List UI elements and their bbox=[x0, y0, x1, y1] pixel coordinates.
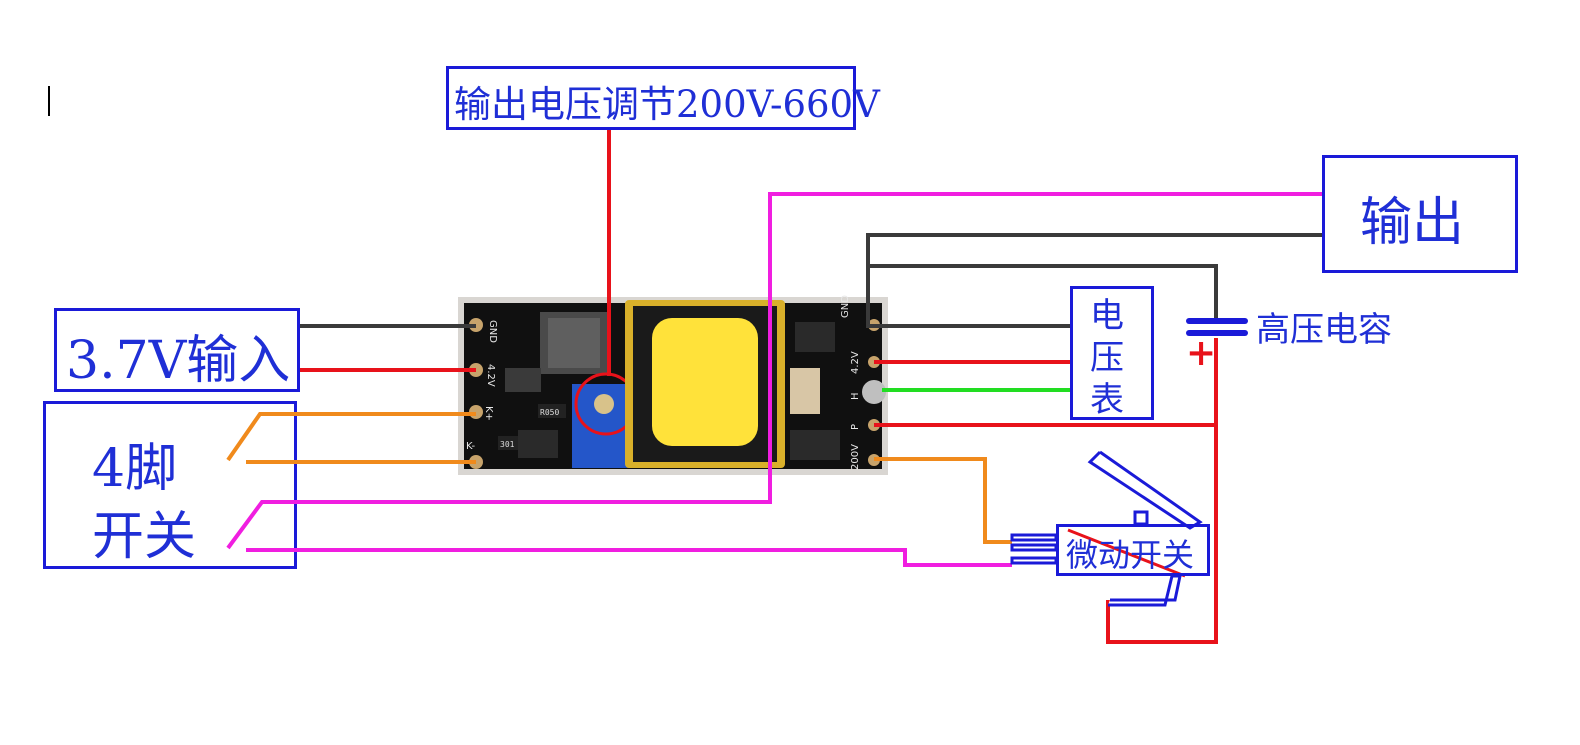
silk-gnd-left: GND bbox=[487, 320, 498, 343]
micro-switch-label: 微动开关 bbox=[1066, 536, 1195, 574]
adjust-label: 输出电压调节200V-660V bbox=[454, 83, 880, 126]
resistor-label-1: R050 bbox=[540, 408, 559, 417]
voltmeter-label-3: 表 bbox=[1090, 380, 1124, 420]
input-label: 3.7V输入 bbox=[66, 331, 291, 391]
text-cursor bbox=[48, 86, 50, 116]
capacitor-symbol bbox=[1186, 318, 1248, 336]
wire-switch-to-micro bbox=[246, 548, 1012, 567]
switch4-label-line2: 开关 bbox=[92, 507, 197, 567]
pcb-board: R050 301 GND 4.2V K+ K- bbox=[458, 295, 888, 475]
wire-gnd-to-capacitor bbox=[868, 264, 1218, 318]
switch4-label-line1: 4脚 bbox=[92, 439, 178, 499]
silk-k-plus: K+ bbox=[483, 406, 494, 421]
wire-capacitor-to-micro bbox=[1106, 338, 1218, 644]
output-label: 输出 bbox=[1360, 193, 1465, 253]
voltmeter-box bbox=[1070, 286, 1154, 420]
wire-200v-to-micro bbox=[874, 457, 1012, 544]
input-box bbox=[54, 308, 300, 392]
output-box bbox=[1322, 155, 1518, 273]
micro-switch-box bbox=[1056, 524, 1210, 576]
silk-200v: 200V bbox=[850, 444, 861, 470]
silk-42v-left: 4.2V bbox=[485, 364, 496, 387]
silk-gnd-right: GND bbox=[840, 295, 851, 318]
capacitor-label: 高压电容 bbox=[1256, 310, 1392, 350]
silk-k-minus: K- bbox=[466, 441, 476, 452]
silk-p: P bbox=[850, 424, 861, 430]
transformer-coil bbox=[652, 318, 758, 446]
pad-h bbox=[862, 380, 886, 404]
adjust-label-box bbox=[446, 66, 856, 130]
voltmeter-label-1: 电 bbox=[1090, 296, 1124, 336]
voltmeter-label-2: 压 bbox=[1090, 338, 1124, 378]
silk-h: H bbox=[850, 392, 861, 400]
resistor-label-2: 301 bbox=[500, 440, 515, 449]
silk-42v-right: 4.2V bbox=[850, 351, 861, 374]
capacitor-plus: + bbox=[1186, 332, 1217, 374]
